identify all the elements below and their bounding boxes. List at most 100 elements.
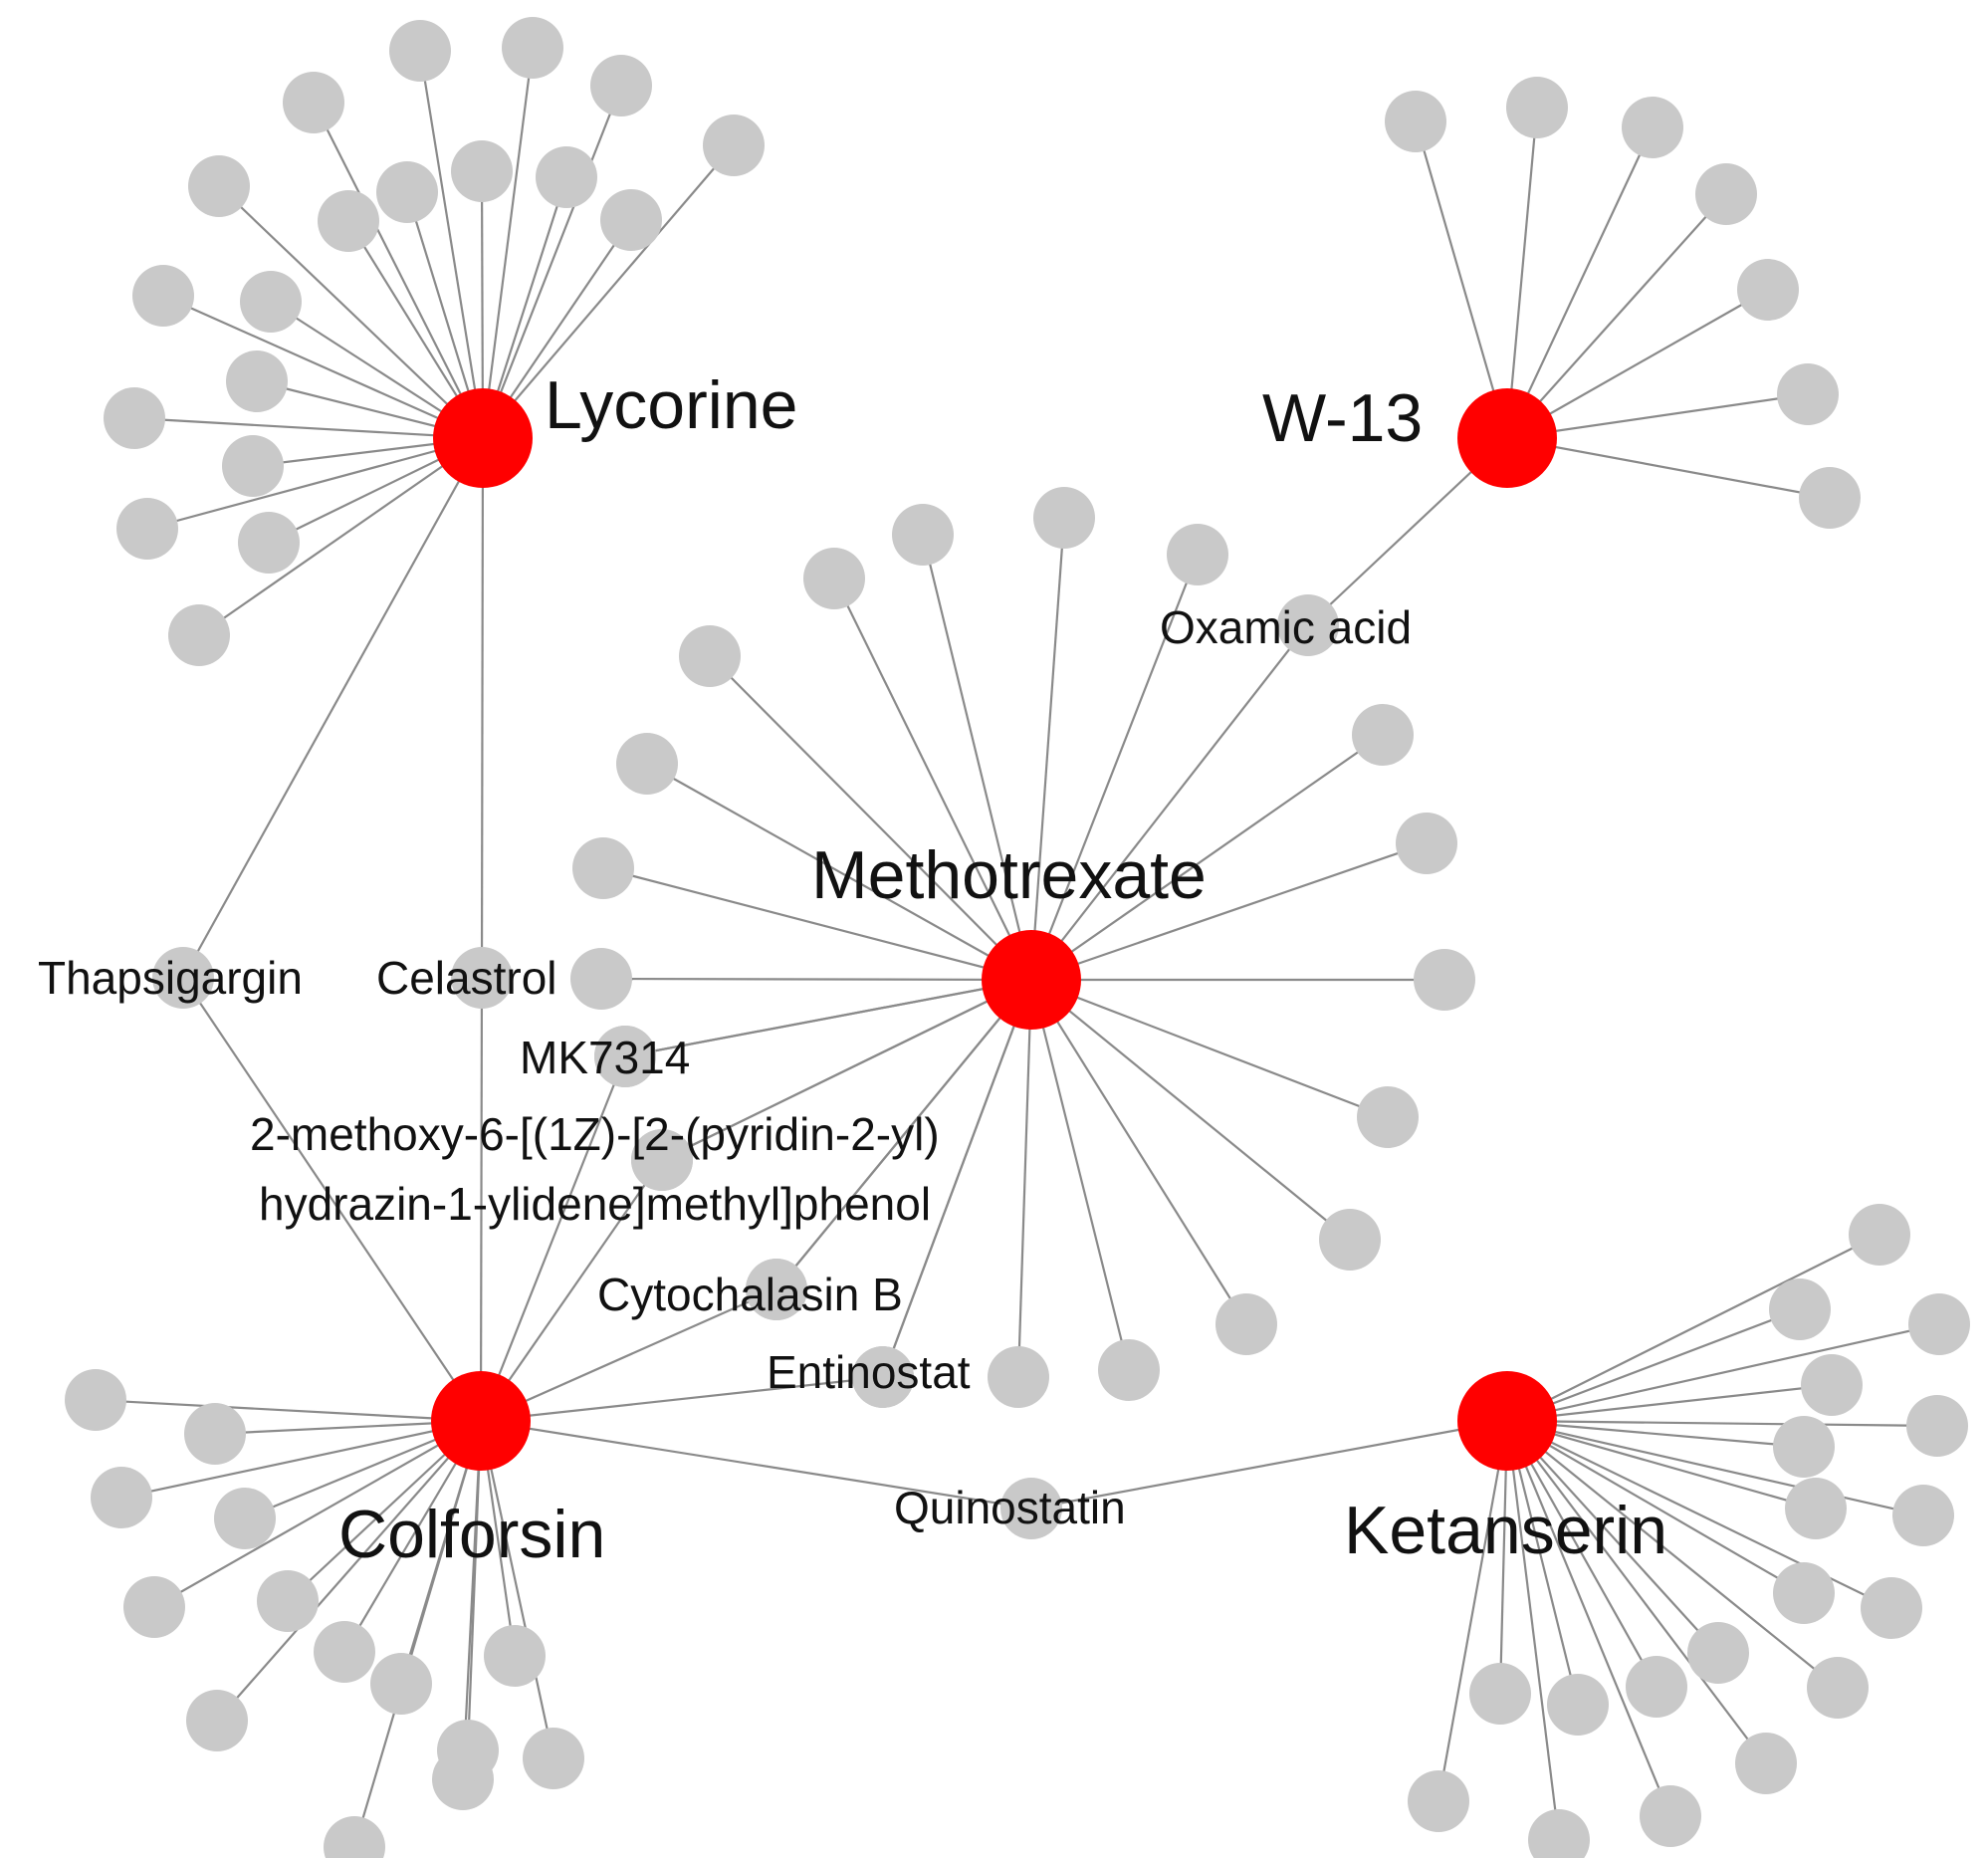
leaf-node-w13-5 — [1777, 363, 1839, 425]
leaf-node-methotrexate-0 — [803, 548, 865, 609]
edge-shared-4-colforsin — [480, 1159, 663, 1422]
leaf-node-methotrexate-3 — [1167, 524, 1228, 585]
edge-colforsin-1 — [120, 1419, 482, 1500]
leaf-node-colforsin-9 — [314, 1621, 375, 1683]
edge-w13-5 — [1506, 392, 1809, 440]
edge-methotrexate-9 — [1030, 841, 1428, 982]
leaf-node-w13-0 — [1385, 91, 1446, 152]
edge-lycorine-6 — [162, 294, 484, 440]
edge-shared-2-colforsin — [479, 977, 484, 1422]
leaf-node-lycorine-0 — [389, 20, 451, 82]
leaf-node-lycorine-11 — [240, 271, 302, 333]
leaf-node-ketanserin-11 — [1547, 1674, 1609, 1736]
edge-w13-4 — [1506, 289, 1769, 439]
leaf-node-ketanserin-3 — [1892, 1485, 1954, 1546]
edge-w13-1 — [1505, 107, 1539, 439]
hub-label-lycorine: Lycorine — [545, 367, 798, 443]
leaf-node-lycorine-8 — [116, 498, 178, 560]
leaf-node-ketanserin-14 — [1773, 1562, 1835, 1624]
edge-ketanserin-5 — [1506, 1420, 1839, 1689]
hub-node-lycorine — [433, 388, 533, 488]
leaf-node-ketanserin-17 — [1801, 1354, 1863, 1416]
leaf-node-ketanserin-1 — [1908, 1293, 1970, 1355]
node-label-quinostatin: Quinostatin — [894, 1482, 1126, 1533]
leaf-node-ketanserin-13 — [1687, 1622, 1749, 1684]
leaf-node-w13-1 — [1506, 77, 1568, 138]
edge-methotrexate-11 — [1030, 978, 1389, 1119]
leaf-node-colforsin-3 — [186, 1690, 248, 1751]
leaf-node-methotrexate-8 — [1352, 704, 1414, 766]
leaf-node-colforsin-12 — [484, 1625, 546, 1687]
edge-colforsin-2 — [153, 1420, 482, 1608]
leaf-node-w13-2 — [1622, 97, 1683, 158]
leaf-node-ketanserin-10 — [1469, 1663, 1531, 1725]
edge-ketanserin-17 — [1506, 1383, 1833, 1423]
hub-label-methotrexate: Methotrexate — [811, 837, 1207, 913]
edge-shared-5-methotrexate — [775, 979, 1032, 1290]
hub-node-colforsin — [431, 1371, 531, 1471]
edge-methotrexate-2 — [1029, 517, 1066, 981]
edge-colforsin-13 — [479, 1420, 555, 1759]
leaf-node-colforsin-6 — [184, 1403, 246, 1465]
leaf-node-colforsin-11 — [437, 1720, 499, 1781]
edge-w13-0 — [1414, 120, 1509, 439]
edge-methotrexate-8 — [1030, 734, 1384, 981]
leaf-node-methotrexate-14 — [1098, 1339, 1160, 1401]
leaf-node-methotrexate-1 — [892, 504, 954, 566]
leaf-node-colforsin-1 — [91, 1467, 152, 1528]
edge-shared-6-methotrexate — [881, 979, 1033, 1378]
edge-shared-4-methotrexate — [661, 979, 1032, 1161]
hub-label-w13: W-13 — [1262, 380, 1423, 456]
shared-node-1 — [152, 947, 214, 1009]
leaf-node-lycorine-10 — [318, 190, 379, 252]
edge-lycorine-2 — [481, 85, 623, 439]
leaf-node-lycorine-13 — [222, 435, 284, 497]
node-label-thapsigargin: Thapsigargin — [38, 952, 303, 1004]
edge-ketanserin-13 — [1506, 1420, 1719, 1654]
leaf-node-methotrexate-12 — [1319, 1209, 1381, 1271]
edge-lycorine-4 — [313, 102, 484, 439]
nodes-layer — [65, 17, 1970, 1858]
edge-methotrexate-15 — [1016, 979, 1033, 1378]
leaf-node-w13-4 — [1737, 259, 1799, 321]
edge-methotrexate-0 — [833, 578, 1032, 981]
edge-ketanserin-0 — [1506, 1234, 1880, 1422]
edge-shared-7-colforsin — [480, 1419, 1032, 1510]
leaf-node-ketanserin-18 — [1769, 1278, 1831, 1340]
leaf-node-lycorine-5 — [188, 155, 250, 217]
leaf-node-ketanserin-2 — [1906, 1395, 1968, 1457]
leaf-node-colforsin-2 — [123, 1576, 185, 1638]
leaf-node-ketanserin-4 — [1861, 1577, 1922, 1639]
edge-lycorine-0 — [418, 50, 485, 439]
node-label-entinostat: Entinostat — [767, 1346, 971, 1398]
edge-methotrexate-14 — [1029, 979, 1131, 1371]
leaf-node-ketanserin-0 — [1849, 1204, 1910, 1266]
hub-node-w13 — [1457, 388, 1557, 488]
hub-node-methotrexate — [982, 930, 1081, 1030]
leaf-node-colforsin-13 — [523, 1728, 584, 1789]
leaf-node-ketanserin-15 — [1785, 1478, 1847, 1539]
edge-shared-5-colforsin — [480, 1287, 777, 1423]
node-label-oxamic-acid: Oxamic acid — [1160, 601, 1412, 653]
hub-node-ketanserin — [1457, 1371, 1557, 1471]
edge-ketanserin-8 — [1505, 1420, 1561, 1841]
leaf-node-methotrexate-13 — [1215, 1293, 1277, 1355]
leaf-node-ketanserin-6 — [1735, 1733, 1797, 1794]
node-label-celastrol: Celastrol — [376, 952, 557, 1004]
leaf-node-ketanserin-12 — [1626, 1656, 1687, 1718]
hub-label-colforsin: Colforsin — [338, 1497, 605, 1572]
leaf-node-colforsin-7 — [214, 1488, 276, 1549]
edge-lycorine-1 — [481, 47, 535, 439]
leaf-node-colforsin-10 — [370, 1653, 432, 1715]
edge-methotrexate-12 — [1030, 979, 1351, 1241]
leaf-node-lycorine-15 — [376, 161, 438, 223]
edge-w13-3 — [1506, 193, 1727, 439]
edge-lycorine-5 — [218, 185, 484, 439]
leaf-node-lycorine-12 — [226, 350, 288, 412]
edge-methotrexate-4 — [709, 655, 1032, 981]
leaf-node-lycorine-7 — [104, 387, 165, 449]
leaf-node-methotrexate-6 — [572, 837, 634, 899]
edge-shared-7-ketanserin — [1030, 1419, 1508, 1510]
leaf-node-ketanserin-7 — [1640, 1785, 1701, 1847]
